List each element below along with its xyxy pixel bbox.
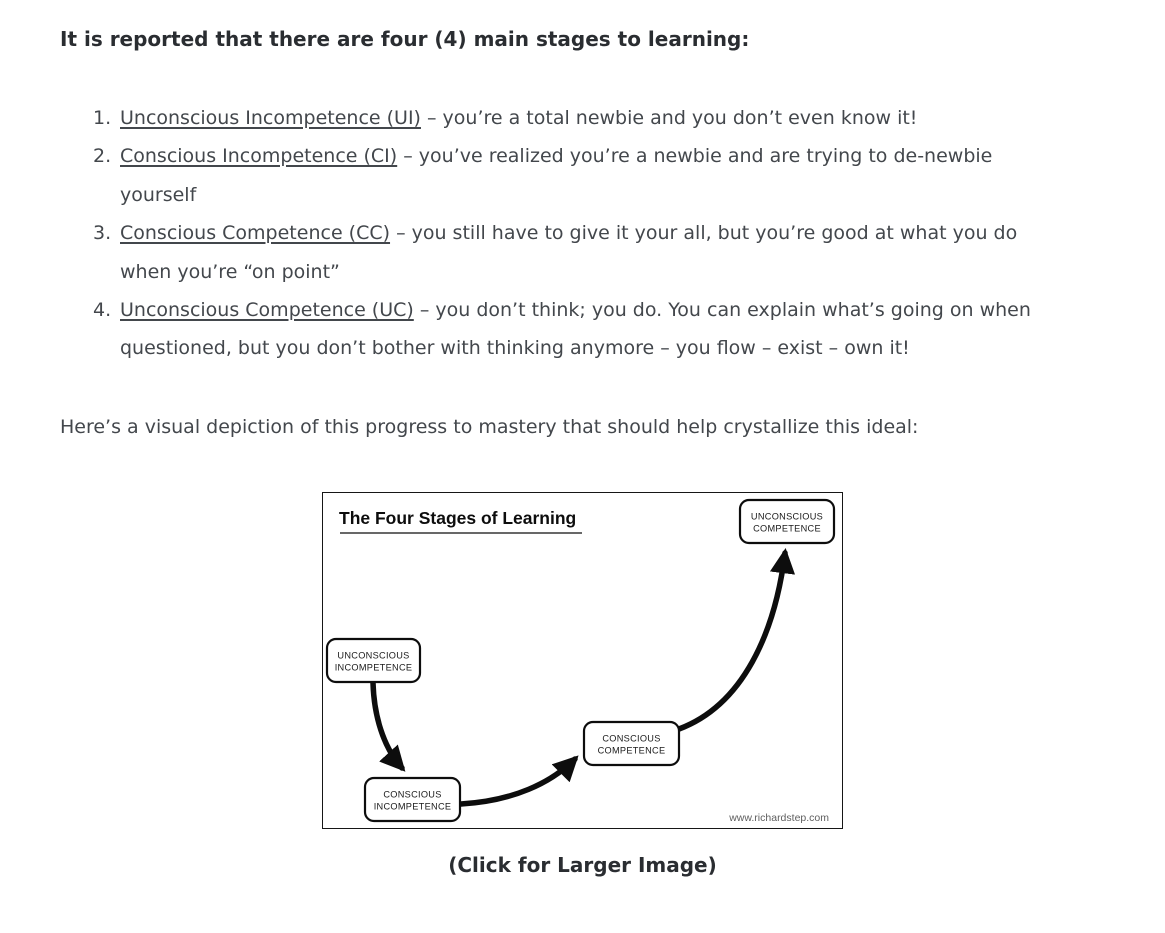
intro-paragraph: Here’s a visual depiction of this progre…	[60, 415, 919, 438]
stages-diagram-image[interactable]: The Four Stages of Learning UNCONSCIOUS …	[322, 492, 843, 829]
node-label-line1: UNCONSCIOUS	[337, 651, 409, 661]
stage-link-uc[interactable]: Unconscious Competence (UC)	[120, 298, 414, 321]
list-number: 2.	[93, 145, 112, 168]
arrow-cc-to-uc	[676, 547, 796, 732]
list-number: 4.	[93, 298, 112, 321]
node-unconscious-competence: UNCONSCIOUS COMPETENCE	[738, 498, 836, 545]
list-number: 3.	[93, 222, 112, 245]
stages-diagram-svg: The Four Stages of Learning UNCONSCIOUS …	[325, 498, 836, 824]
node-box	[363, 776, 462, 823]
stages-list: 1. Unconscious Incompetence (UI) – you’r…	[60, 99, 1035, 368]
list-item-text: – you’re a total newbie and you don’t ev…	[420, 107, 918, 129]
list-item-conscious-competence: 3. Conscious Competence (CC) – you still…	[93, 214, 1035, 291]
node-label-line2: COMPETENCE	[598, 746, 666, 756]
node-label-line1: UNCONSCIOUS	[751, 512, 823, 522]
node-conscious-competence: CONSCIOUS COMPETENCE	[582, 720, 681, 767]
diagram-figure: The Four Stages of Learning UNCONSCIOUS …	[60, 492, 1105, 878]
arrow-ci-to-cc	[458, 755, 579, 807]
list-number: 1.	[93, 107, 112, 129]
list-item-text: – you don’t think; you do. You can expla…	[120, 298, 1031, 360]
list-item-text: – you still have to give it your all, bu…	[120, 222, 1018, 283]
diagram-title: The Four Stages of Learning	[339, 508, 576, 528]
list-item-unconscious-competence: 4. Unconscious Competence (UC) – you don…	[93, 291, 1035, 368]
watermark-text: www.richardstep.com	[728, 812, 829, 824]
stage-link-ci[interactable]: Conscious Incompetence (CI)	[120, 145, 398, 168]
arrow-ui-to-ci	[370, 680, 406, 772]
node-label-line2: COMPETENCE	[753, 524, 821, 534]
node-box	[738, 498, 836, 545]
node-label-line1: CONSCIOUS	[602, 734, 660, 744]
article-page: It is reported that there are four (4) m…	[60, 27, 1105, 878]
list-item-unconscious-incompetence: 1. Unconscious Incompetence (UI) – you’r…	[93, 99, 1035, 137]
page-title: It is reported that there are four (4) m…	[60, 27, 750, 51]
node-label-line1: CONSCIOUS	[383, 790, 441, 800]
image-caption[interactable]: (Click for Larger Image)	[448, 853, 717, 877]
node-box	[325, 637, 422, 684]
node-label-line2: INCOMPETENCE	[335, 663, 413, 673]
node-label-line2: INCOMPETENCE	[374, 802, 452, 812]
node-conscious-incompetence: CONSCIOUS INCOMPETENCE	[363, 776, 462, 823]
list-item-conscious-incompetence: 2. Conscious Incompetence (CI) – you’ve …	[93, 137, 1035, 214]
stage-link-ui[interactable]: Unconscious Incompetence (UI)	[120, 107, 421, 129]
node-unconscious-incompetence: UNCONSCIOUS INCOMPETENCE	[325, 637, 422, 684]
node-box	[582, 720, 681, 767]
list-item-text: – you’ve realized you’re a newbie and ar…	[120, 145, 993, 206]
stage-link-cc[interactable]: Conscious Competence (CC)	[120, 222, 391, 245]
